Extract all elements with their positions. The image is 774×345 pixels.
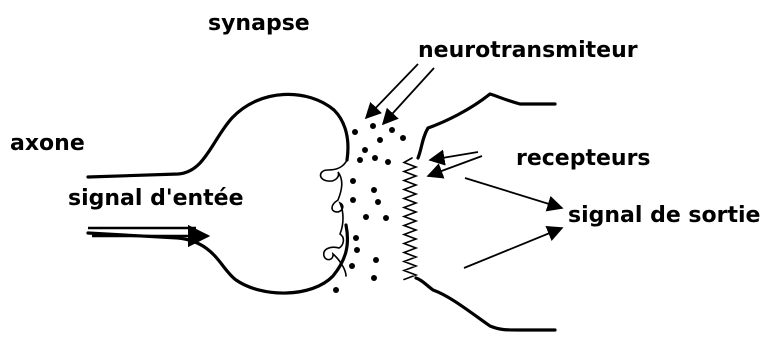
neurotransmitter-dot [352, 129, 358, 135]
neurotransmitter-arrow-1 [366, 64, 418, 118]
neurotransmitter-dot [353, 235, 359, 241]
neurotransmitter-dot [372, 155, 378, 161]
neurotransmitter-arrow-2 [383, 68, 434, 124]
output-signal-label: signal de sortie [568, 203, 760, 228]
axon-terminal-outline-top [88, 94, 348, 177]
neurotransmitter-dot [350, 197, 356, 203]
neurotransmitter-dot [350, 178, 356, 184]
neurotransmitter-dot [354, 247, 360, 253]
output-signal-arrow-2 [464, 228, 562, 268]
neurotransmitter-dot [377, 137, 383, 143]
neurotransmitter-dot [370, 123, 376, 129]
neurotransmitter-dot [375, 199, 381, 205]
neurotransmitter-dot [383, 215, 389, 221]
neurotransmitter-dot [371, 187, 377, 193]
neurotransmitter-dot [400, 135, 406, 141]
receptor-membrane [404, 158, 416, 280]
neurotransmitter-dot [363, 214, 369, 220]
neurotransmitter-dot [349, 263, 355, 269]
synapse-label: synapse [208, 11, 310, 36]
receptor-arrow-1 [430, 152, 478, 160]
axon-label: axone [10, 131, 85, 156]
neurotransmitter-dot [389, 127, 395, 133]
neurotransmitter-dot [385, 159, 391, 165]
output-signal-arrow-1 [465, 178, 562, 208]
input-signal-label: signal d'entée [68, 186, 244, 211]
neurotransmitter-dot [362, 147, 368, 153]
neurotransmitter-dot [333, 287, 339, 293]
neurotransmitter-dot [373, 257, 379, 263]
neurotransmitter-dot [357, 157, 363, 163]
postsynaptic-outline-bottom [416, 278, 555, 330]
neurotransmitter-label: neurotransmiteur [418, 38, 638, 63]
neurotransmitter-dot [371, 275, 377, 281]
receptors-label: recepteurs [516, 146, 651, 171]
